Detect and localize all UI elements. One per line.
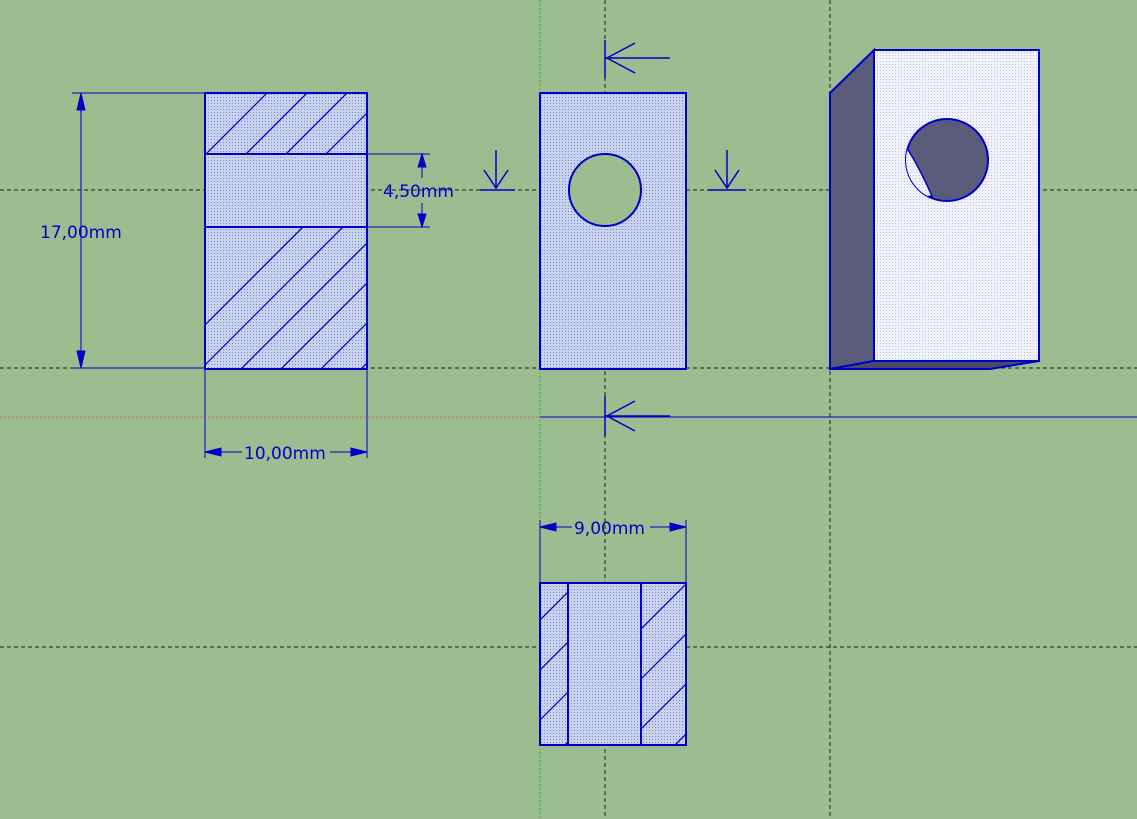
- hole-dimension-text: 4,50mm: [383, 182, 454, 202]
- hole-circle: [568, 153, 642, 227]
- hole-dimension[interactable]: [367, 152, 430, 229]
- section-view[interactable]: [150, 70, 540, 380]
- depth-dimension[interactable]: [539, 520, 687, 583]
- section-arrow-right[interactable]: [708, 150, 746, 191]
- top-section-view[interactable]: [520, 570, 700, 790]
- section-arrow-bottom[interactable]: [604, 396, 670, 436]
- width-dimension[interactable]: [204, 369, 368, 458]
- depth-dimension-text: 9,00mm: [574, 519, 645, 539]
- isometric-view[interactable]: [829, 47, 1040, 371]
- height-dimension-text: 17,00mm: [40, 223, 122, 243]
- height-dimension[interactable]: [72, 92, 205, 369]
- section-arrow-left[interactable]: [480, 150, 515, 191]
- width-dimension-text: 10,00mm: [244, 444, 326, 464]
- section-arrow-top[interactable]: [604, 40, 670, 78]
- front-view[interactable]: [539, 92, 687, 370]
